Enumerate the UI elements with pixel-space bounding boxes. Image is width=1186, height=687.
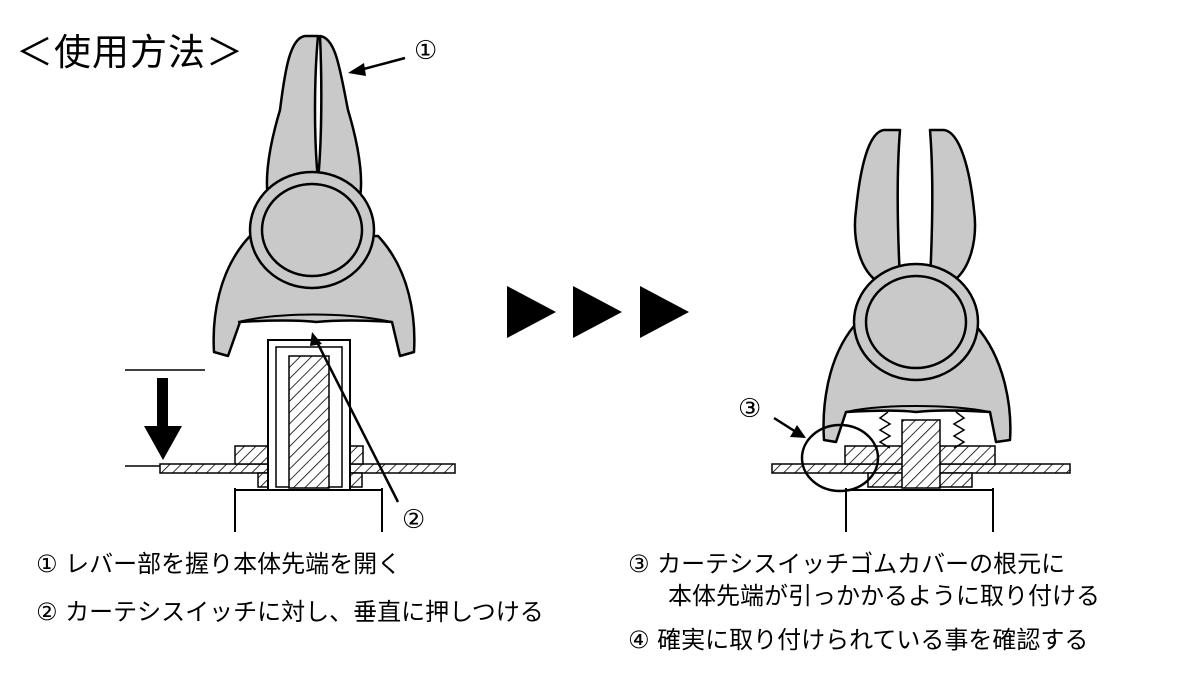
step-4: ④ 確実に取り付けられている事を確認する [628, 626, 1088, 655]
rubber-cover-spring-right [952, 411, 966, 449]
page-title: ＜使用方法＞ [16, 31, 244, 74]
switch-plunger-right [901, 419, 941, 489]
callout-2-label: ② [402, 505, 426, 535]
base-block-left [234, 488, 383, 532]
step-2-text: カーテシスイッチに対し、垂直に押しつける [65, 598, 544, 626]
callout-3-label: ③ [738, 394, 762, 424]
step-3-text: カーテシスイッチゴムカバーの根元に [657, 550, 1066, 578]
step-1: ① レバー部を握り本体先端を開く [36, 550, 401, 579]
push-down-arrow [125, 369, 205, 467]
callout-1-label: ① [414, 36, 438, 66]
callout-3-highlight [800, 423, 880, 493]
callout-1-leader [359, 56, 406, 72]
tool-right [822, 128, 1012, 444]
step-2-number: ② [36, 598, 58, 626]
step-3: ③ カーテシスイッチゴムカバーの根元に [628, 550, 1065, 579]
switch-plunger-left [288, 355, 330, 489]
callout-2-leader [314, 339, 400, 503]
step-3-continued-text: 本体先端が引っかかるように取り付ける [668, 582, 1100, 610]
right-illustration [771, 128, 1071, 532]
tool-left [212, 34, 416, 358]
rubber-cover-spring-left [878, 411, 892, 449]
callout-3-leader [773, 416, 797, 434]
step-4-text: 確実に取り付けられている事を確認する [657, 626, 1089, 654]
step-2: ② カーテシスイッチに対し、垂直に押しつける [36, 598, 544, 627]
step-3-number: ③ [628, 550, 650, 578]
base-block-right [845, 488, 994, 532]
sequence-arrows [507, 286, 689, 338]
step-1-text: レバー部を握り本体先端を開く [65, 550, 402, 578]
step-3-continued: 本体先端が引っかかるように取り付ける [668, 582, 1100, 611]
step-1-number: ① [36, 550, 58, 578]
step-4-number: ④ [628, 626, 650, 654]
left-illustration [125, 34, 456, 532]
